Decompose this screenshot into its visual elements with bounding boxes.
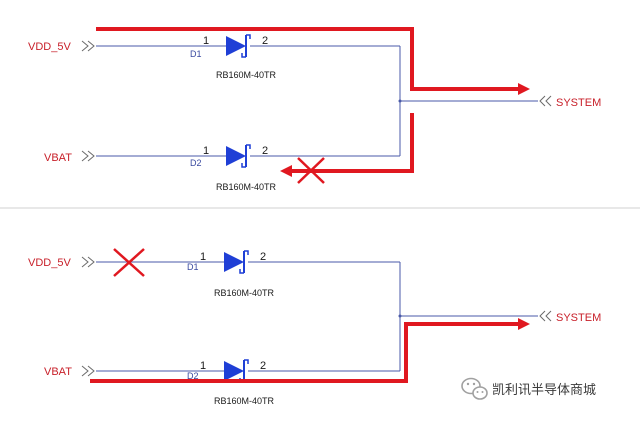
diode-part-number: RB160M-40TR: [216, 182, 277, 192]
diode-designator: D2: [187, 371, 199, 381]
diode-part-number: RB160M-40TR: [214, 396, 275, 406]
pin-number: 1: [203, 35, 209, 47]
pin-number: 1: [200, 251, 206, 263]
current-path-arrow: [90, 318, 530, 383]
schottky-diode-icon: [226, 34, 251, 58]
schottky-diode-icon: [226, 144, 251, 168]
top-wires: [96, 45, 538, 157]
blocked-cross-icon: [113, 248, 145, 277]
diode-part-number: RB160M-40TR: [216, 70, 277, 80]
output-label-system: SYSTEM: [556, 97, 601, 109]
output-label-system: SYSTEM: [556, 312, 601, 324]
top-circuit: VDD_5V VBAT 1 2 D1 RB160M-40TR 1: [28, 27, 601, 192]
pin-number: 1: [200, 360, 206, 372]
schottky-diode-icon: [224, 250, 249, 274]
watermark-text: 凯利讯半导体商城: [492, 383, 596, 398]
diode-designator: D2: [190, 158, 202, 168]
current-path-arrow: [96, 27, 530, 95]
pin-number: 2: [262, 145, 268, 157]
diode-designator: D1: [187, 262, 199, 272]
blocked-cross-icon: [297, 157, 325, 184]
input-label-vbat: VBAT: [44, 152, 72, 164]
junction-dot: [398, 314, 402, 318]
bottom-wires: [96, 261, 538, 372]
wechat-icon: [461, 377, 488, 400]
schottky-diode-icon: [224, 359, 249, 383]
input-port-arrow-icon: [81, 40, 95, 52]
output-port-arrow-icon: [539, 95, 552, 107]
input-port-arrow-icon: [81, 256, 95, 268]
watermark: 凯利讯半导体商城: [461, 377, 596, 400]
input-label-vdd-5v: VDD_5V: [28, 41, 71, 53]
input-label-vdd-5v: VDD_5V: [28, 257, 71, 269]
reverse-current-arrow: [280, 113, 414, 177]
junction-dot: [398, 99, 402, 103]
pin-number: 2: [262, 35, 268, 47]
bottom-circuit: VDD_5V VBAT 1 2 D1 RB160M-40TR: [28, 248, 601, 406]
pin-number: 2: [260, 360, 266, 372]
pin-number: 1: [203, 145, 209, 157]
input-port-arrow-icon: [81, 365, 95, 377]
input-label-vbat: VBAT: [44, 366, 72, 378]
diode-designator: D1: [190, 49, 202, 59]
pin-number: 2: [260, 251, 266, 263]
output-port-arrow-icon: [539, 310, 552, 322]
input-port-arrow-icon: [81, 150, 95, 162]
diode-part-number: RB160M-40TR: [214, 288, 275, 298]
